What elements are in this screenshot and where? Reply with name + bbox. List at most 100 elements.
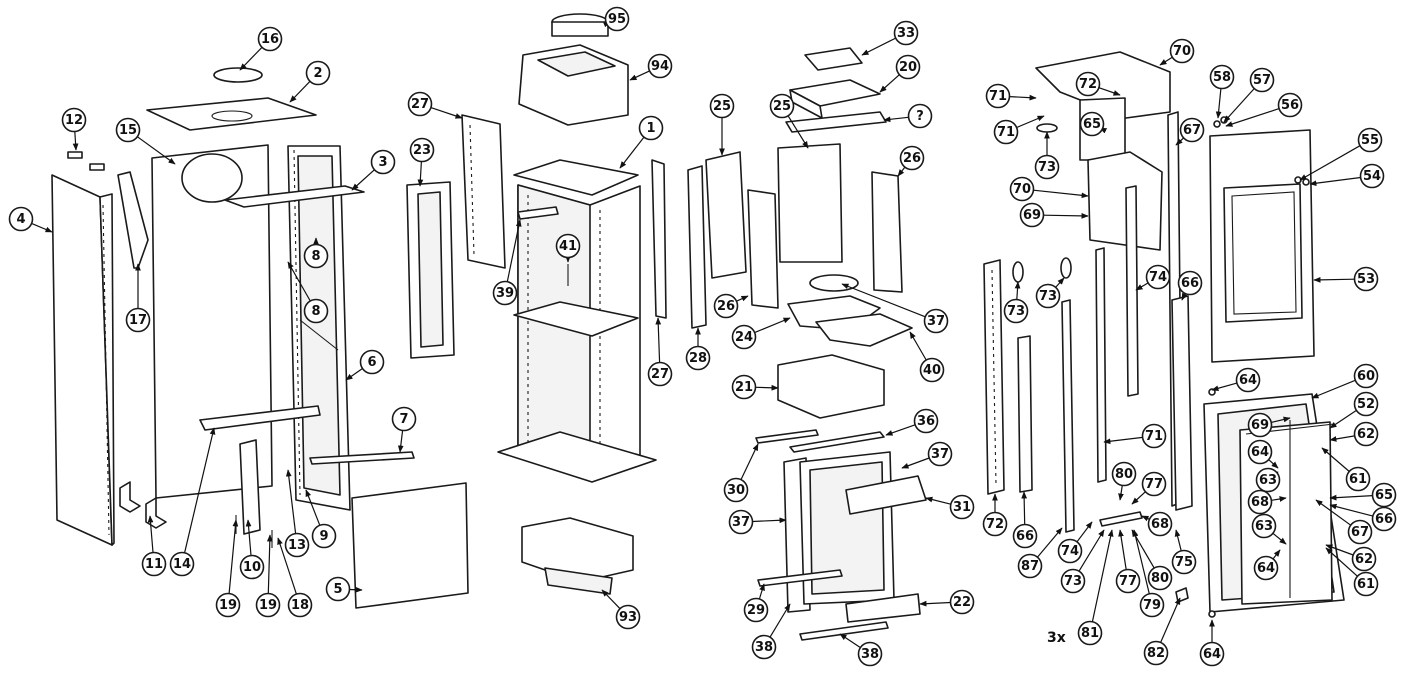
- part-number-label: 60: [1357, 369, 1375, 384]
- callout-leader: [1313, 276, 1355, 283]
- part-number-label: 71: [1145, 429, 1163, 444]
- callout-leader: [1223, 88, 1255, 123]
- callout-leader: [136, 136, 176, 165]
- panel-66a: [1017, 335, 1033, 493]
- callout-leader: [736, 295, 749, 302]
- part-number-label: 17: [129, 313, 147, 328]
- part-number-label: 77: [1145, 477, 1163, 492]
- part-number-label: 27: [411, 97, 429, 112]
- callout-circle: [1247, 412, 1273, 438]
- callout-leader: [1321, 447, 1350, 472]
- firebox-assembly: [705, 47, 927, 641]
- upper-frame-1: [513, 159, 639, 196]
- callout-circle: [723, 477, 749, 503]
- callout-leader: [1103, 436, 1143, 445]
- callout-leader: [1014, 281, 1021, 300]
- callout-circle: [257, 26, 283, 52]
- part-number-label: 74: [1149, 270, 1167, 285]
- callout-leader: [1159, 56, 1173, 66]
- part-number-label: 81: [1081, 626, 1099, 641]
- callout-circle: [1199, 641, 1225, 667]
- bar-38: [799, 621, 889, 641]
- part-number-label: 23: [413, 143, 431, 158]
- callout-circle: [769, 93, 795, 119]
- callout-circle: [713, 293, 739, 319]
- part-number-label: 64: [1251, 445, 1269, 460]
- rod-87: [1061, 299, 1075, 533]
- part-number-label: 22: [953, 595, 971, 610]
- back-panel-15: [151, 144, 273, 499]
- rail-29: [757, 569, 843, 587]
- callout-circle: [1179, 117, 1205, 143]
- callout-leader: [1325, 547, 1358, 577]
- part-number-label: 4: [16, 212, 25, 227]
- callout-leader: [1272, 532, 1287, 545]
- panel-26b: [747, 189, 779, 309]
- part-number-label: 37: [732, 515, 750, 530]
- part-number-label: 53: [1357, 272, 1375, 287]
- part-number-label: ?: [916, 109, 924, 124]
- part-number-label: 25: [773, 99, 791, 114]
- callout-circle: [604, 6, 630, 32]
- callout-circle: [1353, 571, 1379, 597]
- callout-circle: [8, 206, 34, 232]
- callout-leader: [758, 583, 765, 600]
- callout-leader: [1021, 491, 1028, 525]
- callout-circle: [993, 119, 1019, 145]
- callout-leader: [1268, 459, 1279, 469]
- callout-circle: [1141, 471, 1167, 497]
- callout-circle: [893, 20, 919, 46]
- callout-circle: [311, 523, 337, 549]
- part-number-label: 40: [923, 363, 941, 378]
- callout-circle: [1169, 38, 1195, 64]
- callout-circle: [555, 233, 581, 259]
- callout-circle: [1347, 519, 1373, 545]
- callout-circle: [169, 551, 195, 577]
- callout-leader: [655, 317, 662, 363]
- part-number-label: 87: [1021, 559, 1039, 574]
- callout-circle: [919, 357, 945, 383]
- part-number-label: 19: [219, 598, 237, 613]
- callout-circle: [1034, 154, 1060, 180]
- part-number-label: 70: [1013, 182, 1031, 197]
- part-number-label: 26: [903, 151, 921, 166]
- callout-leader: [1271, 416, 1291, 423]
- part-number-label: 14: [173, 557, 191, 572]
- callout-circle: [255, 592, 281, 618]
- part-number-label: 39: [496, 286, 514, 301]
- part-number-label: 67: [1183, 123, 1201, 138]
- callout-circle: [115, 117, 141, 143]
- callout-leader: [506, 219, 522, 282]
- callout-circle: [1371, 482, 1397, 508]
- callout-circle: [1357, 127, 1383, 153]
- part-number-label: 38: [755, 640, 773, 655]
- callout-leader: [901, 457, 930, 469]
- tray-14: [199, 405, 321, 431]
- callout-leader: [31, 222, 53, 233]
- part-number-label: 63: [1255, 519, 1273, 534]
- callout-circle: [927, 441, 953, 467]
- callout-circle: [1353, 363, 1379, 389]
- callout-circle: [895, 54, 921, 80]
- callout-circle: [1171, 549, 1197, 575]
- callout-circle: [743, 597, 769, 623]
- callout-circle: [1353, 266, 1379, 292]
- callout-circle: [1255, 467, 1281, 493]
- callout-leader: [1055, 277, 1065, 288]
- callout-leader: [1311, 379, 1356, 399]
- callout-leader: [629, 70, 650, 81]
- callout-circle: [913, 408, 939, 434]
- part-number-label: 67: [1351, 525, 1369, 540]
- part-number-label: 38: [861, 647, 879, 662]
- callout-circle: [492, 280, 518, 306]
- callout-circle: [1145, 264, 1171, 290]
- callout-circle: [1371, 506, 1397, 532]
- part-number-label: 65: [1375, 488, 1393, 503]
- side-panel-27b: [651, 159, 667, 319]
- callout-circle: [1353, 421, 1379, 447]
- callout-circle: [685, 345, 711, 371]
- callout-leader: [861, 37, 896, 56]
- callout-circle: [1035, 283, 1061, 309]
- part-number-label: 72: [1079, 77, 1097, 92]
